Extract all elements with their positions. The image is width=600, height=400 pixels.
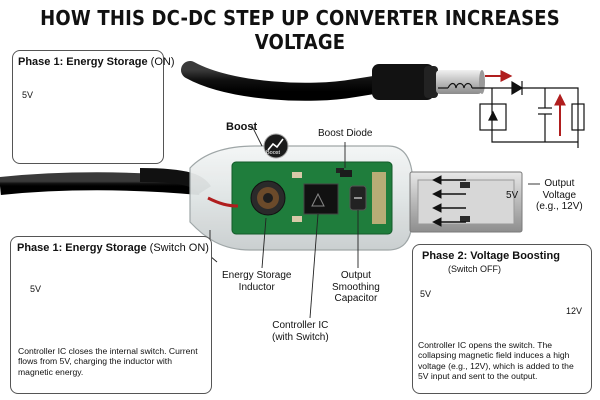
bottom-cable xyxy=(0,168,211,195)
phase1-on-card xyxy=(12,50,164,164)
phase1-switch-title-text: Phase 1: Energy Storage xyxy=(17,242,147,254)
phase1-switch-card xyxy=(10,236,212,394)
callout-energy-storage-inductor: Energy Storage Inductor xyxy=(222,270,292,293)
phase2-output-label: 12V xyxy=(566,306,583,316)
boost-icon xyxy=(263,133,289,159)
phase2-note: Controller IC opens the switch. The coll… xyxy=(418,340,574,382)
callout-output-smoothing-capacitor: Output Smoothing Capacitor xyxy=(332,270,380,304)
phase1-on-title-tail: (ON) xyxy=(150,56,175,68)
converter-module xyxy=(189,145,413,251)
callout-boost-diode: Boost Diode xyxy=(318,128,373,139)
usb-voltage-label: 5V xyxy=(506,190,519,201)
phase2-input-label: 5V xyxy=(420,289,432,299)
phase1-on-title: Phase 1: Energy Storage (ON) xyxy=(18,56,175,68)
usb-plug xyxy=(409,171,523,233)
boost-label: Boost xyxy=(226,121,258,133)
phase2-title: Phase 2: Voltage Boosting xyxy=(422,250,560,262)
page-title: HOW THIS DC-DC STEP UP CONVERTER INCREAS… xyxy=(40,6,560,54)
phase1-on-input-label: 5V xyxy=(22,90,34,100)
callout-output-voltage: Output Voltage (e.g., 12V) xyxy=(536,178,583,212)
boost-icon-text: Boost xyxy=(266,150,281,156)
phase1-switch-title-tail: (Switch ON) xyxy=(149,242,209,254)
phase1-on-title-text: Phase 1: Energy Storage xyxy=(18,56,148,68)
input-current-arrows xyxy=(432,175,466,227)
phase1-switch-input-label: 5V xyxy=(30,284,42,294)
phase1-switch-title: Phase 1: Energy Storage (Switch ON) xyxy=(17,242,209,254)
phase2-subtitle: (Switch OFF) xyxy=(448,264,501,274)
callout-controller-ic: Controller IC (with Switch) xyxy=(272,320,329,343)
phase1-switch-note: Controller IC closes the internal switch… xyxy=(18,346,198,377)
top-right-schematic xyxy=(438,80,585,148)
top-cable xyxy=(181,61,485,101)
phase2-card xyxy=(412,244,592,394)
